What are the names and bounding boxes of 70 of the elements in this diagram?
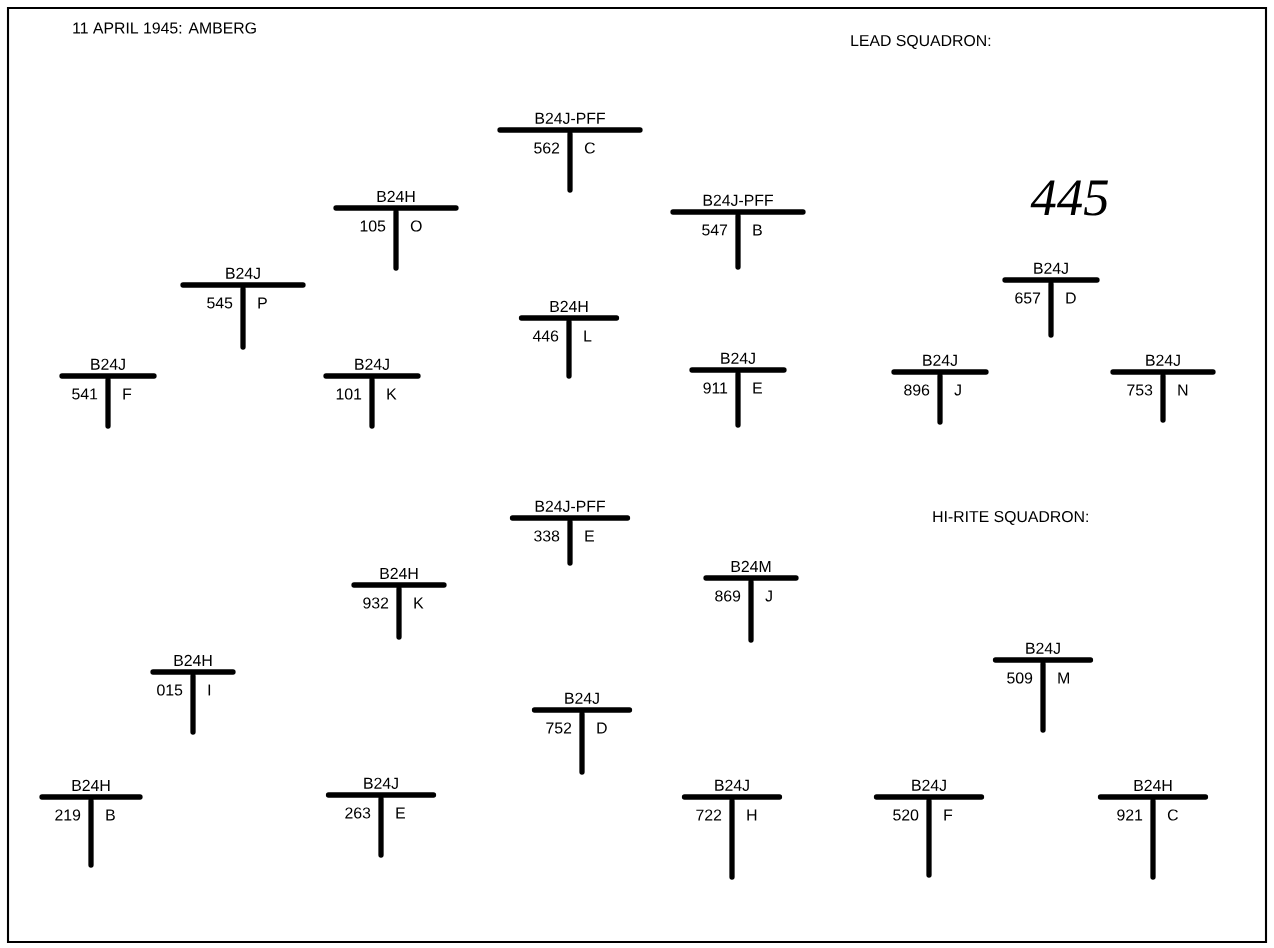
- serial-number: 753: [1127, 384, 1153, 396]
- aircraft-type: B24H: [72, 779, 110, 791]
- aircraft-type: B24M: [731, 560, 771, 572]
- aircraft-type: B24J-PFF: [535, 500, 605, 512]
- aircraft-type: B24J: [923, 354, 957, 366]
- aircraft-letter: F: [944, 809, 953, 821]
- aircraft-type: B24J: [91, 358, 125, 370]
- aircraft-letter: I: [208, 684, 211, 696]
- aircraft-letter: B: [106, 809, 115, 821]
- aircraft-letter: K: [414, 597, 424, 609]
- aircraft-letter: C: [1167, 809, 1178, 821]
- aircraft-letter: E: [585, 530, 594, 542]
- handwritten-number: 445: [1030, 180, 1108, 216]
- serial-number: 547: [702, 224, 728, 236]
- serial-number: 219: [55, 809, 81, 821]
- serial-number: 545: [207, 297, 233, 309]
- aircraft-letter: M: [1058, 672, 1069, 684]
- heading-text: 11 APRIL 1945: AMBERG: [73, 22, 256, 34]
- aircraft-letter: O: [410, 220, 422, 232]
- aircraft-letter: C: [584, 142, 595, 154]
- aircraft-type: B24J: [1034, 262, 1068, 274]
- aircraft-type: B24H: [377, 190, 415, 202]
- aircraft-type: B24J: [355, 358, 389, 370]
- serial-number: 921: [1117, 809, 1143, 821]
- heading-text: HI-RITE SQUADRON:: [933, 510, 1088, 525]
- aircraft-type: B24H: [380, 567, 418, 579]
- aircraft-type: B24H: [550, 300, 588, 312]
- serial-number: 338: [534, 530, 560, 542]
- serial-number: 509: [1007, 672, 1033, 684]
- aircraft-letter: E: [753, 382, 762, 394]
- serial-number: 446: [532, 330, 559, 342]
- serial-number: 752: [546, 722, 572, 734]
- serial-number: 520: [893, 809, 919, 821]
- aircraft-type: B24J: [715, 779, 749, 791]
- aircraft-letter: L: [584, 330, 592, 342]
- aircraft-type: B24J-PFF: [535, 112, 605, 124]
- aircraft-type: B24J: [912, 779, 946, 791]
- heading-text: LEAD SQUADRON:: [851, 35, 991, 49]
- aircraft-type: B24H: [1134, 779, 1172, 791]
- serial-number: 015: [157, 684, 183, 696]
- aircraft-letter: H: [747, 809, 757, 821]
- serial-number: 105: [360, 220, 386, 232]
- aircraft-letter: K: [387, 388, 397, 400]
- serial-number: 263: [345, 807, 371, 819]
- aircraft-type: B24J: [565, 692, 599, 704]
- aircraft-type: B24J: [226, 267, 260, 279]
- aircraft-letter: D: [1066, 292, 1076, 304]
- aircraft-letter: J: [765, 590, 772, 602]
- serial-number: 722: [696, 809, 722, 821]
- aircraft-letter: B: [753, 224, 762, 236]
- aircraft-letter: E: [396, 807, 405, 819]
- aircraft-type: B24J: [364, 777, 398, 789]
- aircraft-type: B24J: [721, 352, 755, 364]
- serial-number: 101: [336, 388, 362, 400]
- serial-number: 869: [715, 590, 741, 602]
- aircraft-letter: F: [123, 388, 132, 400]
- aircraft-letter: J: [954, 384, 961, 396]
- aircraft-letter: P: [258, 297, 267, 309]
- aircraft-type: B24J: [1026, 642, 1060, 654]
- serial-number: 657: [1015, 292, 1041, 304]
- aircraft-letter: D: [597, 722, 607, 734]
- aircraft-type: B24J: [1146, 354, 1180, 366]
- serial-number: 541: [72, 388, 98, 400]
- serial-number: 896: [904, 384, 930, 396]
- aircraft-type: B24H: [174, 654, 212, 666]
- serial-number: 562: [534, 142, 560, 154]
- aircraft-letter: N: [1178, 384, 1188, 396]
- serial-number: 911: [703, 382, 728, 394]
- serial-number: 932: [363, 597, 389, 609]
- aircraft-type: B24J-PFF: [703, 194, 773, 206]
